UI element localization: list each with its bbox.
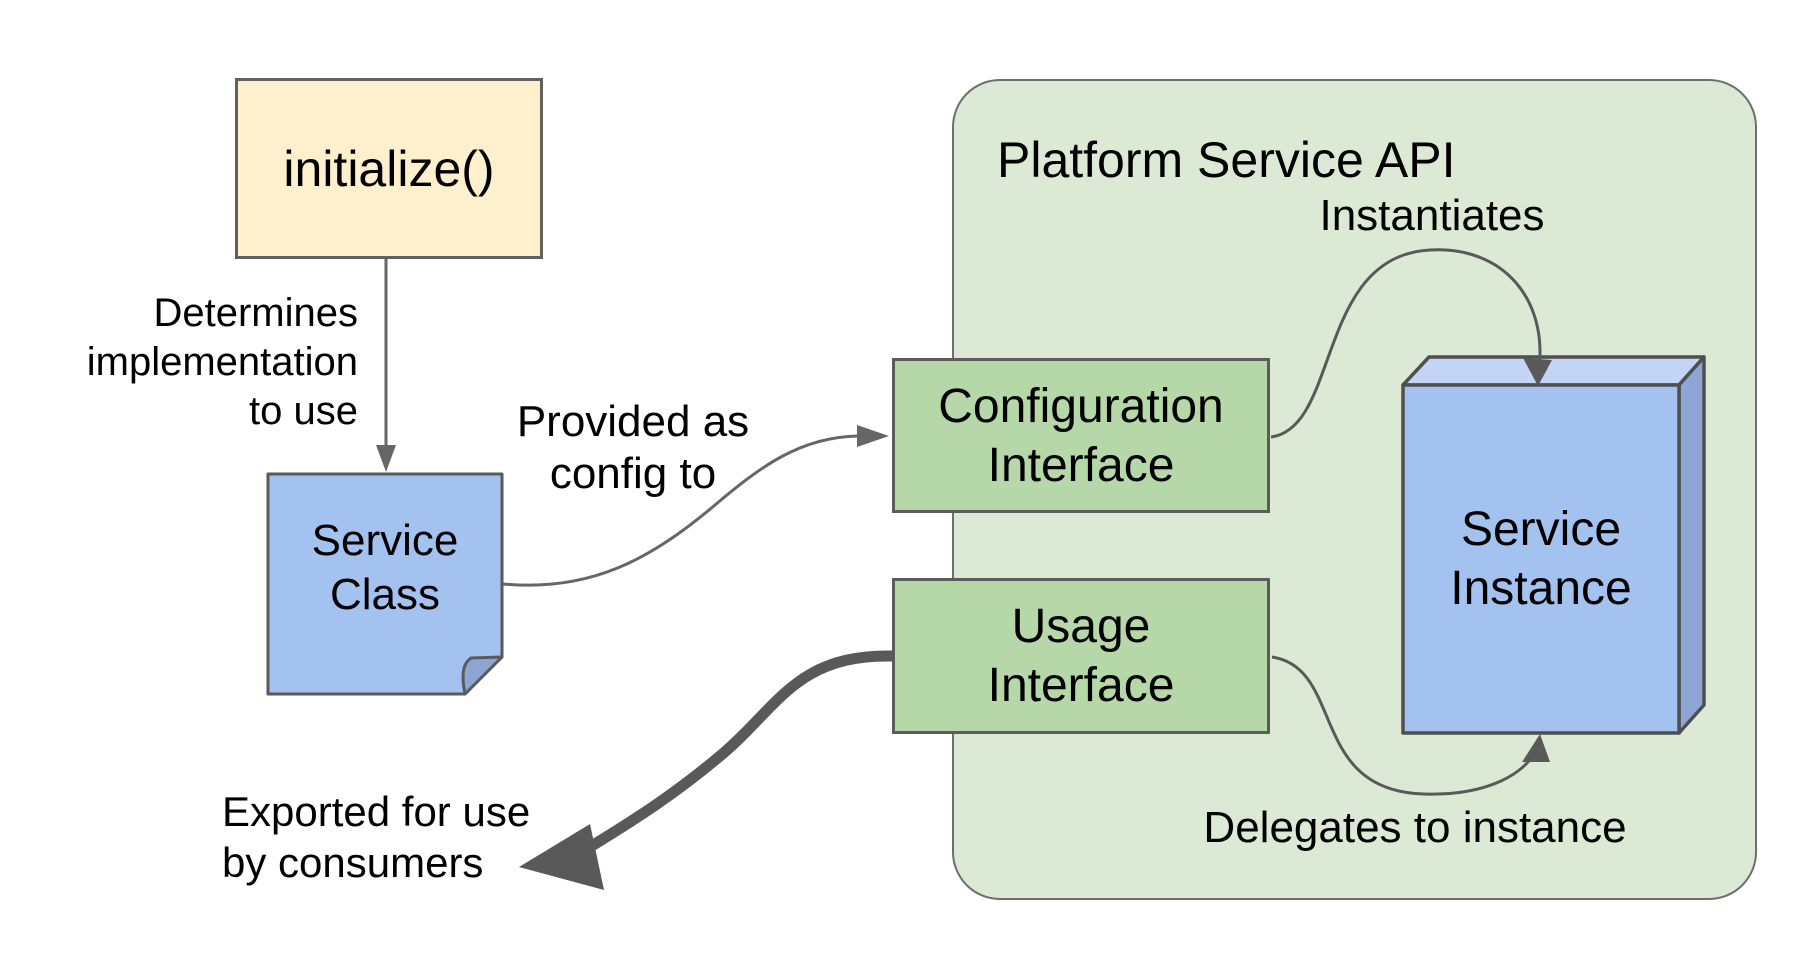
box3d-front-face: [1401, 383, 1681, 735]
box3d-side-face: [1677, 355, 1706, 735]
arrow-curve: [1271, 655, 1538, 796]
service-instance-line2: Instance: [1450, 562, 1632, 615]
delegates-text: Delegates to instance: [1203, 803, 1627, 852]
service-instance-line1: Service: [1460, 503, 1622, 556]
platform-title-text: Platform Service API: [997, 132, 1456, 188]
determines-implementation-label: Determines implementation to use: [38, 289, 358, 436]
configuration-interface-line1: Configuration: [938, 379, 1224, 433]
exported-line2: by consumers: [222, 839, 484, 886]
box3d-top-face: [1401, 355, 1706, 387]
provided-as-config-label: Provided as config to: [443, 396, 823, 500]
determines-arrow: [376, 254, 396, 472]
instantiates-text: Instantiates: [1319, 191, 1545, 240]
initialize-box: initialize(): [235, 78, 543, 259]
service-class-line1: Service: [311, 516, 459, 565]
service-class-line2: Class: [329, 570, 441, 619]
determines-line1: Determines: [153, 291, 358, 335]
determines-line3: to use: [249, 389, 358, 433]
service-instance-box: [1401, 355, 1706, 735]
provided-line2: config to: [549, 449, 717, 498]
exported-for-use-label: Exported for use by consumers: [222, 786, 582, 888]
arrowhead: [376, 445, 396, 472]
configuration-interface-box: Configuration Interface: [892, 358, 1270, 513]
instantiates-arrow: [1270, 248, 1552, 439]
exported-arrow: [519, 650, 894, 890]
usage-interface-line1: Usage: [1011, 600, 1151, 653]
determines-line2: implementation: [86, 340, 358, 384]
instantiates-label: Instantiates: [1282, 192, 1582, 240]
arrow-curve-thick: [587, 650, 894, 852]
initialize-label: initialize(): [283, 140, 495, 197]
arrow-curve: [1270, 248, 1542, 439]
provided-line1: Provided as: [516, 397, 750, 446]
delegates-to-instance-label: Delegates to instance: [1165, 804, 1665, 852]
service-class-note: [266, 472, 504, 696]
arrowhead: [1523, 358, 1552, 386]
service-instance-label: Service Instance: [1403, 500, 1679, 618]
arrowhead: [857, 425, 889, 447]
usage-interface-line2: Interface: [987, 659, 1175, 712]
arrow-curve: [502, 434, 859, 587]
delegates-arrow: [1271, 655, 1550, 796]
provided-as-config-arrow: [502, 425, 889, 587]
arrowhead: [519, 824, 604, 890]
configuration-interface-line2: Interface: [987, 438, 1175, 492]
service-class-label: Service Class: [268, 514, 502, 622]
note-folded-corner: [461, 655, 504, 696]
exported-line1: Exported for use: [222, 788, 531, 835]
usage-interface-box: Usage Interface: [892, 578, 1270, 734]
arrowhead: [1522, 734, 1550, 762]
platform-service-api-title: Platform Service API: [997, 132, 1697, 188]
